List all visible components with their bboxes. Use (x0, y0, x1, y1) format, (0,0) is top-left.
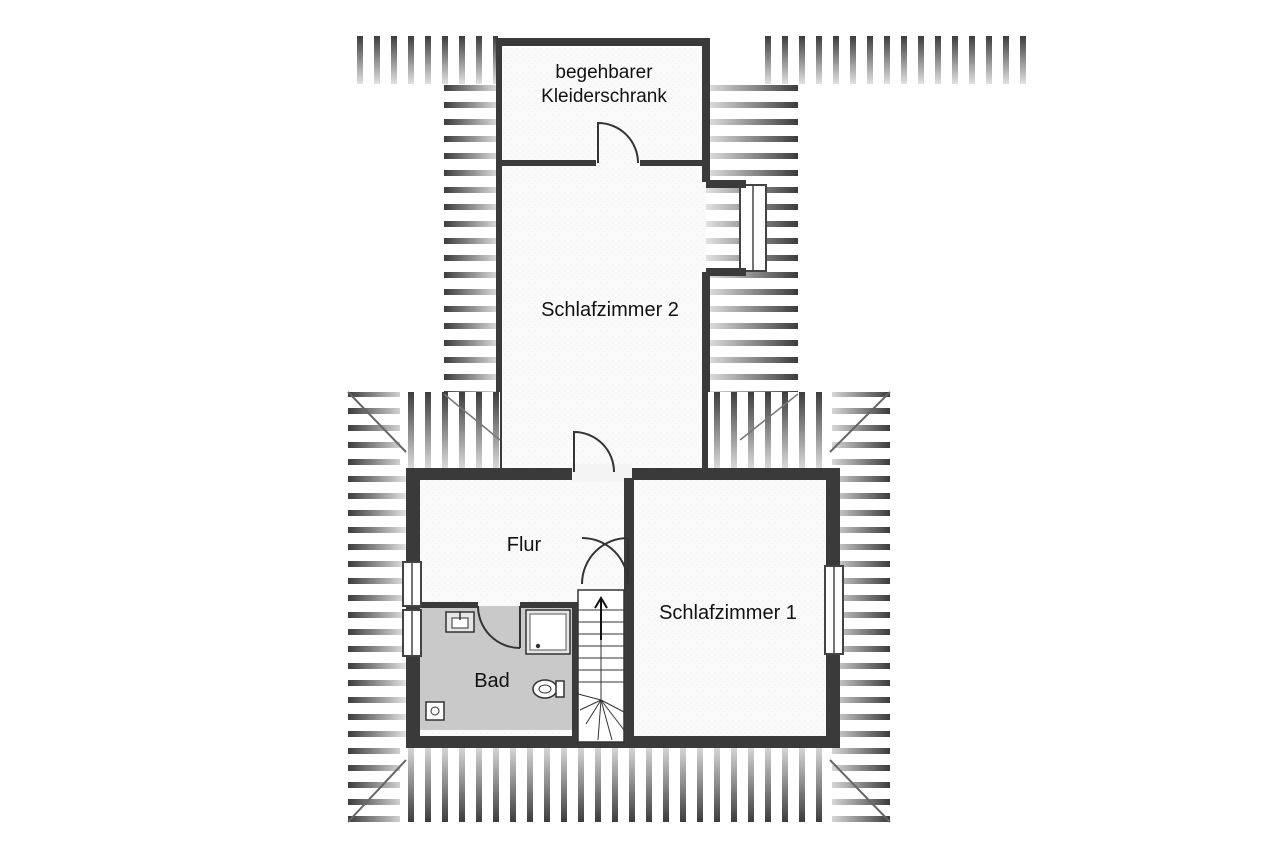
hallway-label: Flur (507, 534, 542, 556)
bathroom-label: Bad (474, 670, 510, 692)
bedroom-2-door (573, 430, 615, 473)
toilet-icon (532, 679, 565, 699)
bathroom-door (477, 605, 521, 649)
washing-machine-icon (425, 701, 445, 721)
shower-icon (525, 609, 571, 655)
closet-label-line1: begehbarer (555, 62, 653, 83)
closet-label-line2: Kleiderschrank (541, 86, 667, 107)
bedroom-1-label: Schlafzimmer 1 (659, 602, 797, 624)
upper-wing (348, 36, 1027, 472)
staircase (577, 589, 625, 743)
bedroom-2-label: Schlafzimmer 2 (541, 299, 679, 321)
bedroom-1-door (581, 537, 629, 585)
sink-icon (445, 611, 475, 633)
lower-wing (347, 391, 891, 823)
closet-door (597, 121, 639, 164)
